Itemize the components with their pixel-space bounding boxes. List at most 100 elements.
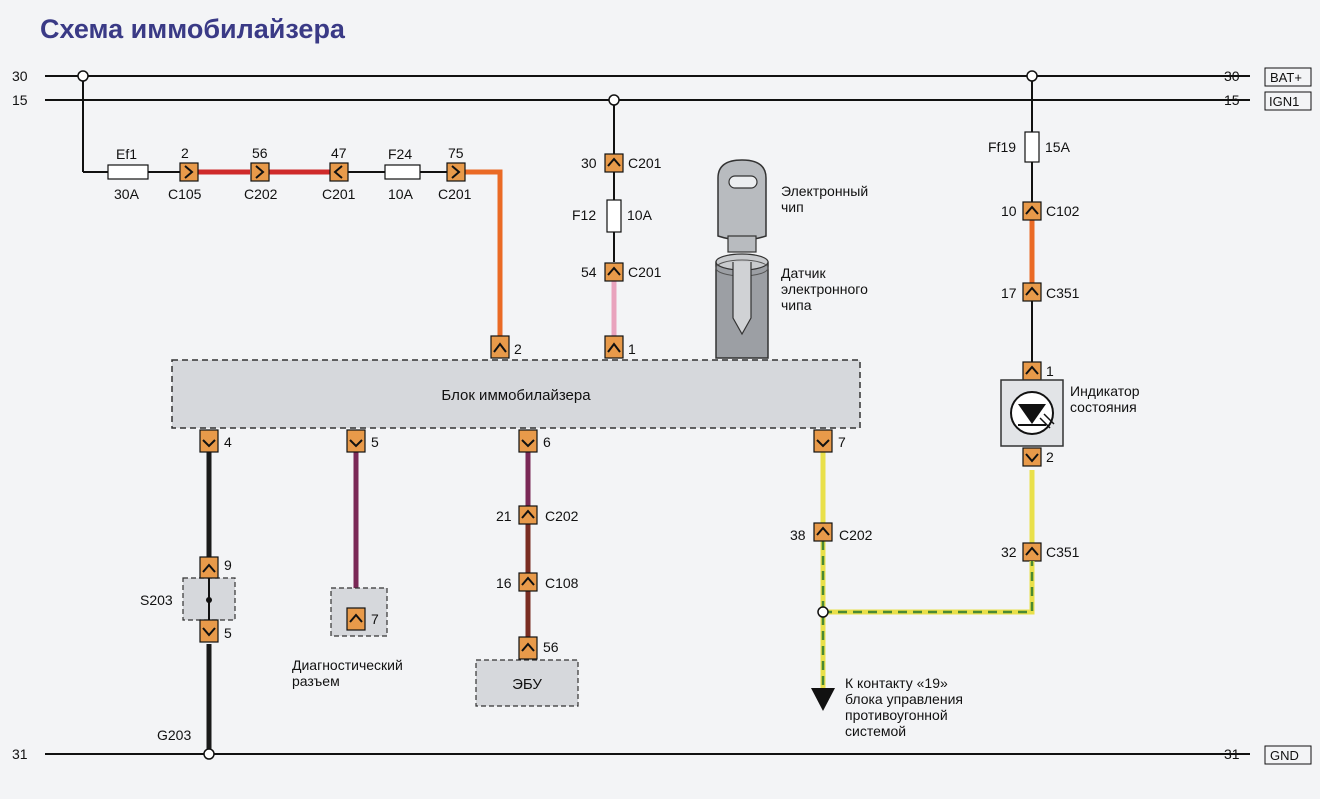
indicator-connector-bottom: 2 <box>1022 447 1054 467</box>
rail-31: 31 31 GND <box>12 745 1312 765</box>
immo-pin-6: 6 <box>518 429 551 453</box>
key-icon <box>717 159 767 253</box>
chip-sensor-icon <box>715 253 769 359</box>
connector-c201-top-b: 75 C201 <box>438 145 472 202</box>
c351-top-pin: 17 <box>1001 285 1017 301</box>
connector-c202-top: 56 C202 <box>244 145 278 202</box>
s203-pin-top: 9 <box>224 557 232 573</box>
rail-30-left-label: 30 <box>12 68 28 84</box>
fuse-ef1-rating: 30A <box>114 186 140 202</box>
rail-30-tag: BAT+ <box>1270 70 1302 85</box>
immo-pin-5-label: 5 <box>371 434 379 450</box>
connector-c105: 2 C105 <box>168 145 202 202</box>
c108-pin: 16 <box>496 575 512 591</box>
immo-pin-6-label: 6 <box>543 434 551 450</box>
rail-15-left-label: 15 <box>12 92 28 108</box>
c202-top-name: C202 <box>244 186 278 202</box>
connector-c202-antitheft: 38 C202 <box>790 522 873 543</box>
fuse-ff19: Ff19 15A <box>988 131 1071 163</box>
rail-30: 30 30 BAT+ <box>12 67 1312 87</box>
c202-top-pin: 56 <box>252 145 268 161</box>
down-arrow-icon <box>811 688 835 711</box>
c201-ign-bottom-pin: 54 <box>581 264 597 280</box>
connector-c202-ecu: 21 C202 <box>496 505 579 525</box>
ecu-label: ЭБУ <box>512 676 542 693</box>
immo-pin-5: 5 <box>346 429 379 453</box>
immo-pin-4-label: 4 <box>224 434 232 450</box>
immo-pin-1-label: 1 <box>628 341 636 357</box>
fuse-f24-label: F24 <box>388 146 412 162</box>
connector-c201-top-a: 47 C201 <box>322 145 356 202</box>
status-indicator-led <box>1000 379 1064 447</box>
right-chain-wires <box>1026 70 1038 543</box>
fuse-f12-label: F12 <box>572 207 596 223</box>
rail-15-tag: IGN1 <box>1269 94 1299 109</box>
ground-branch-wires <box>203 452 215 760</box>
c201-top-b-name: C201 <box>438 186 472 202</box>
fuse-ff19-label: Ff19 <box>988 139 1016 155</box>
c202-ecu-pin: 21 <box>496 508 512 524</box>
top-chain-wires <box>77 70 503 336</box>
diag-pin: 7 <box>371 611 379 627</box>
immo-pin-4: 4 <box>199 429 232 453</box>
c201-ign-top-name: C201 <box>628 155 662 171</box>
antitheft-branch-wires <box>811 452 1035 711</box>
c201-ign-top-pin: 30 <box>581 155 597 171</box>
splice-s203: 9 S203 5 <box>140 556 236 643</box>
rail-31-right-label: 31 <box>1224 746 1240 762</box>
indicator-pin-bottom: 2 <box>1046 449 1054 465</box>
c351-bottom-name: C351 <box>1046 544 1080 560</box>
c201-top-a-name: C201 <box>322 186 356 202</box>
c102-name: C102 <box>1046 203 1080 219</box>
immo-pin-2-label: 2 <box>514 341 522 357</box>
c105-name: C105 <box>168 186 202 202</box>
ground-g203-label: G203 <box>157 727 191 743</box>
fuse-f24: F24 10A <box>384 146 421 202</box>
s203-pin-bottom: 5 <box>224 625 232 641</box>
diagnostic-connector: 7 <box>330 587 388 637</box>
immobilizer-label: Блок иммобилайзера <box>441 387 591 404</box>
connector-c108: 16 C108 <box>496 572 579 592</box>
indicator-pin-top: 1 <box>1046 363 1054 379</box>
connector-c351-top: 17 C351 <box>1001 282 1080 302</box>
c108-name: C108 <box>545 575 579 591</box>
c102-pin: 10 <box>1001 203 1017 219</box>
rail-15-right-label: 15 <box>1224 92 1240 108</box>
rail-15: 15 15 IGN1 <box>12 91 1312 111</box>
c351-top-name: C351 <box>1046 285 1080 301</box>
fuse-f12-rating: 10A <box>627 207 653 223</box>
ecu-pin: 56 <box>543 639 559 655</box>
fuse-ef1: Ef1 30A <box>107 146 149 202</box>
c202-antitheft-pin: 38 <box>790 527 806 543</box>
connector-c201-ign-bottom: 54 C201 <box>581 262 662 282</box>
rail-31-tag: GND <box>1270 748 1299 763</box>
fuse-f24-rating: 10A <box>388 186 414 202</box>
indicator-connector-top: 1 <box>1022 361 1054 381</box>
fuse-ef1-label: Ef1 <box>116 146 137 162</box>
ign-chain-wires <box>608 94 620 336</box>
c201-top-a-pin: 47 <box>331 145 347 161</box>
fuse-f12: F12 10A <box>572 199 653 233</box>
connector-c351-bottom: 32 C351 <box>1001 542 1080 562</box>
page-title: Схема иммобилайзера <box>40 14 345 44</box>
immo-pin-7-label: 7 <box>838 434 846 450</box>
connector-c201-ign-top: 30 C201 <box>581 153 662 173</box>
ecu-block: 56 ЭБУ <box>475 636 579 707</box>
c201-top-b-pin: 75 <box>448 145 464 161</box>
immo-pin-7: 7 <box>813 429 846 453</box>
immobilizer-block: Блок иммобилайзера <box>171 359 861 429</box>
rail-30-right-label: 30 <box>1224 68 1240 84</box>
c351-bottom-pin: 32 <box>1001 544 1017 560</box>
c201-ign-bottom-name: C201 <box>628 264 662 280</box>
immo-pin-1: 1 <box>604 335 636 359</box>
connector-c102: 10 C102 <box>1001 201 1080 221</box>
s203-name: S203 <box>140 592 173 608</box>
c202-antitheft-name: C202 <box>839 527 873 543</box>
